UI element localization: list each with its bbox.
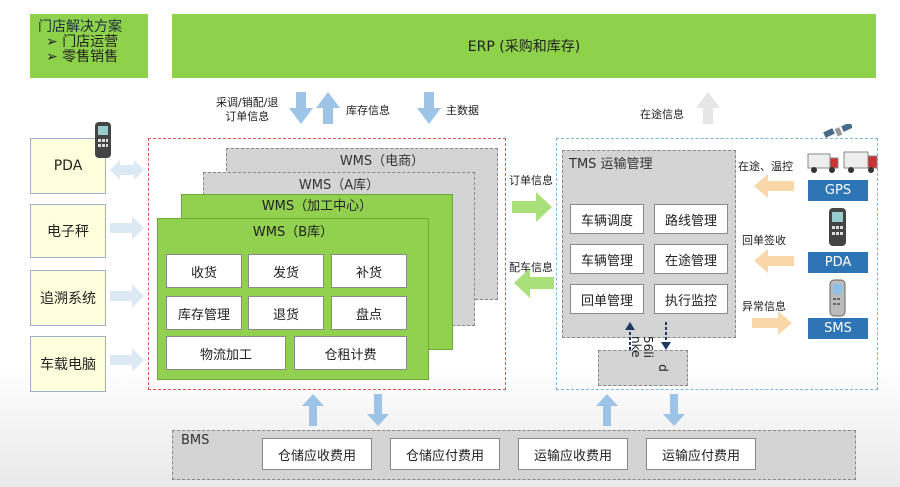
bms-title: BMS [181, 433, 210, 448]
store-solution-title: 门店解决方案 [38, 19, 122, 35]
up-arrow-icon [696, 92, 720, 124]
right-arrow-icon [512, 192, 552, 222]
arrow-bullet-icon: ➢ [46, 49, 58, 65]
left-arrow-icon [514, 268, 554, 298]
gps-tag: GPS [808, 180, 868, 201]
satellite-icon [823, 124, 852, 138]
device-vehicle-computer: 车载电脑 [30, 336, 106, 392]
store-solution-item: ➢ 门店运营 [46, 34, 119, 50]
up-arrow-icon [302, 394, 324, 426]
store-solution-item: ➢ 零售销售 [46, 49, 119, 65]
tms-func-vehicle: 车辆管理 [570, 244, 644, 274]
tms-func-receipt: 回单管理 [570, 284, 644, 314]
tms-func-transit: 在途管理 [654, 244, 728, 274]
dispatch-info-label: 配车信息 [509, 261, 553, 274]
left-arrow-icon [754, 174, 794, 198]
right-arrow-icon [110, 216, 144, 240]
wms-func-receive: 收货 [166, 254, 242, 288]
wms-tms-arrows [512, 192, 554, 298]
wms-func-count: 盘点 [331, 296, 407, 330]
down-arrow-icon [417, 92, 441, 124]
pda-device-icon [829, 208, 846, 246]
right-arrow-icon [110, 284, 144, 308]
order-info-mid-label: 订单信息 [509, 174, 553, 187]
device-trace-system: 追溯系统 [30, 270, 106, 326]
wms-container [148, 138, 506, 390]
wms-func-rent-billing: 仓租计费 [294, 336, 407, 370]
wms-func-ship: 发货 [248, 254, 324, 288]
wms-func-return: 退货 [248, 296, 324, 330]
tms-func-monitor: 执行监控 [654, 284, 728, 314]
up-arrow-icon [596, 394, 618, 426]
device-arrows [110, 160, 144, 370]
arrow-bullet-icon: ➢ [46, 34, 58, 50]
bms-item-transport-payable: 运输应付费用 [646, 438, 756, 470]
bms-item-transport-receivable: 运输应收费用 [518, 438, 628, 470]
wms-func-inventory: 库存管理 [166, 296, 242, 330]
exception-info-label: 异常信息 [742, 300, 786, 313]
stock-info-label: 库存信息 [346, 104, 390, 117]
mobile-phone-icon [829, 279, 846, 317]
left-arrow-icon [754, 249, 794, 273]
wms-func-replenish: 补货 [331, 254, 407, 288]
right-arrow-icon [110, 348, 144, 370]
tms-func-route: 路线管理 [654, 204, 728, 234]
right-arrow-icon [752, 311, 792, 335]
pda-tag: PDA [808, 252, 868, 273]
truck-icon [807, 151, 878, 173]
double-arrow-icon [110, 160, 144, 180]
receipt-sign-label: 回单签收 [742, 234, 786, 247]
bms-item-storage-receivable: 仓储应收费用 [262, 438, 372, 470]
handheld-scanner-icon [95, 122, 111, 158]
bms-arrows [302, 394, 685, 426]
order-info-label: 采调/销配/退 订单信息 [216, 96, 279, 123]
sms-tag: SMS [808, 318, 868, 339]
master-data-label: 主数据 [446, 104, 479, 117]
device-scale: 电子秤 [30, 204, 106, 258]
down-arrow-icon [289, 92, 313, 124]
erp-title: ERP (采购和库存) [467, 39, 581, 55]
bms-item-storage-payable: 仓储应付费用 [390, 438, 500, 470]
tms-func-dispatch: 车辆调度 [570, 204, 644, 234]
store-solution-box: 门店解决方案 ➢ 门店运营 ➢ 零售销售 [30, 14, 148, 78]
down-arrow-icon [367, 394, 389, 426]
erp-bar: ERP (采购和库存) [172, 14, 876, 78]
linked-box-d: d [655, 364, 670, 372]
device-pda: PDA [30, 138, 106, 194]
up-arrow-icon [316, 92, 340, 124]
gps-info-label: 在途、温控 [738, 160, 793, 173]
wms-func-processing: 物流加工 [166, 336, 286, 370]
tms-link-arrows [625, 322, 671, 350]
tms-container [556, 138, 878, 390]
right-side-arrows [752, 174, 794, 335]
linked-box: 56li nke d [598, 336, 688, 386]
transit-info-label: 在途信息 [640, 108, 684, 121]
down-arrow-icon [663, 394, 685, 426]
tms-title: TMS 运输管理 [569, 157, 653, 172]
